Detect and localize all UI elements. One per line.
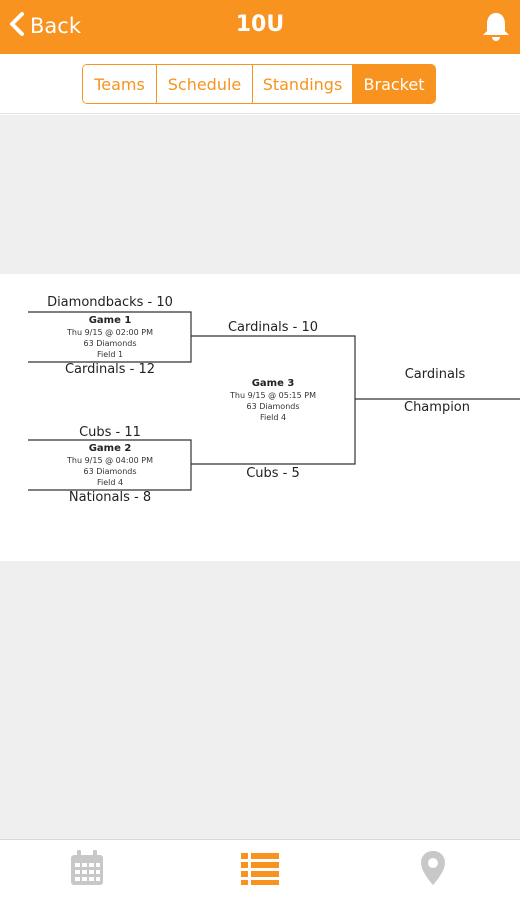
game3-bottom-team: Cubs - 5: [246, 466, 300, 481]
back-button[interactable]: Back: [8, 8, 81, 44]
map-pin-icon: [420, 850, 446, 890]
calendar-icon: [68, 849, 106, 891]
game1-time: Thu 9/15 @ 02:00 PM: [67, 328, 153, 337]
game1-field: Field 1: [96, 350, 124, 359]
nav-map[interactable]: [347, 840, 520, 900]
bracket-lines: [28, 311, 520, 491]
game2-field: Field 4: [96, 478, 124, 487]
nav-list[interactable]: [173, 840, 346, 900]
app-header: Back 10U: [0, 0, 520, 54]
list-icon: [240, 851, 280, 889]
game2-top-team: Cubs - 11: [79, 425, 141, 440]
game2-title: Game 2: [88, 443, 132, 454]
tab-teams[interactable]: Teams: [83, 65, 157, 103]
bell-icon[interactable]: [476, 6, 516, 46]
bottom-spacer: [0, 561, 520, 839]
game3-time: Thu 9/15 @ 05:15 PM: [230, 391, 316, 400]
champion-label: Champion: [403, 400, 471, 415]
game3-venue: 63 Diamonds: [246, 402, 300, 411]
back-label: Back: [30, 14, 81, 38]
game1-title: Game 1: [88, 315, 132, 326]
tab-standings[interactable]: Standings: [253, 65, 353, 103]
page-title: 10U: [235, 12, 285, 37]
bracket-view: Diamondbacks - 10 Game 1 Thu 9/15 @ 02:0…: [0, 274, 520, 561]
segmented-tabs: Teams Schedule Standings Bracket: [82, 64, 436, 104]
tab-schedule[interactable]: Schedule: [157, 65, 253, 103]
tab-bracket[interactable]: Bracket: [353, 65, 435, 103]
game1-bottom-team: Cardinals - 12: [64, 362, 156, 377]
nav-calendar[interactable]: [0, 840, 173, 900]
game3-field: Field 4: [259, 413, 287, 422]
game3-top-team: Cardinals - 10: [227, 320, 319, 335]
top-spacer: [0, 115, 520, 274]
game1-top-team: Diamondbacks - 10: [47, 295, 173, 310]
game2-bottom-team: Nationals - 8: [68, 490, 152, 505]
game3-title: Game 3: [251, 378, 295, 389]
game2-venue: 63 Diamonds: [83, 467, 137, 476]
bottom-nav: [0, 839, 520, 900]
tab-bar-container: Teams Schedule Standings Bracket: [0, 54, 520, 114]
game1-venue: 63 Diamonds: [83, 339, 137, 348]
champion-team: Cardinals: [404, 367, 466, 382]
game2-time: Thu 9/15 @ 04:00 PM: [67, 456, 153, 465]
chevron-left-icon: [8, 11, 26, 41]
